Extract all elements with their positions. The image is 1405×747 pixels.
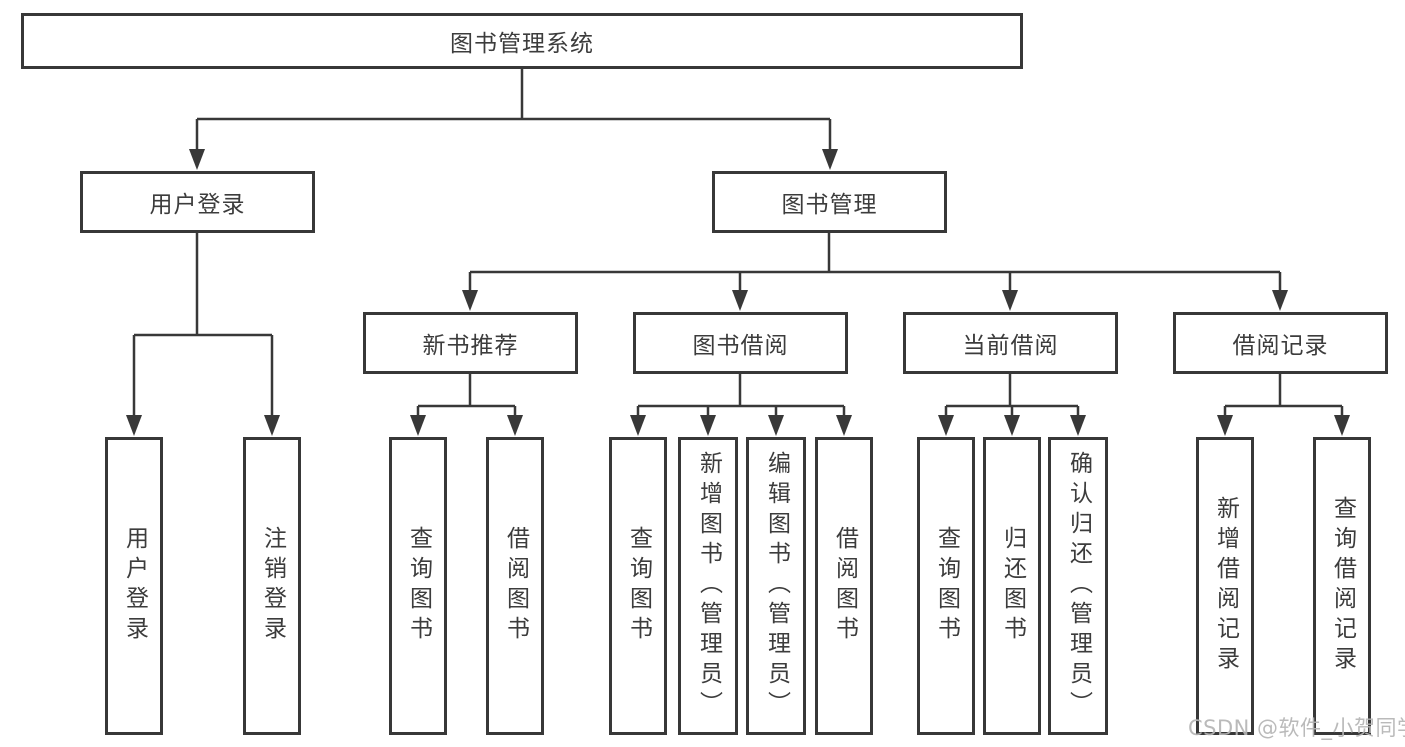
node-current-return-books: 归还图书: [983, 437, 1041, 735]
node-borrowing-edit-books-admin: 编辑图书（管理员）: [746, 437, 806, 735]
node-library-management-system: 图书管理系统: [21, 13, 1023, 69]
node-user-login-branch: 用户登录: [80, 171, 315, 233]
node-current-borrowing: 当前借阅: [903, 312, 1118, 374]
node-logout: 注销登录: [243, 437, 301, 735]
node-new-book-recommendation: 新书推荐: [363, 312, 578, 374]
node-records-query-borrow-record: 查询借阅记录: [1313, 437, 1371, 735]
node-book-borrowing: 图书借阅: [633, 312, 848, 374]
csdn-watermark: CSDN @软件_小贺同学: [1188, 716, 1405, 740]
node-borrowing-records: 借阅记录: [1173, 312, 1388, 374]
node-current-query-books: 查询图书: [917, 437, 975, 735]
node-records-add-borrow-record: 新增借阅记录: [1196, 437, 1254, 735]
node-recommend-borrow-books: 借阅图书: [486, 437, 544, 735]
node-current-confirm-return-admin: 确认归还（管理员）: [1048, 437, 1108, 735]
node-user-login: 用户登录: [105, 437, 163, 735]
node-recommend-query-books: 查询图书: [389, 437, 447, 735]
node-borrowing-query-books: 查询图书: [609, 437, 667, 735]
node-borrowing-add-books-admin: 新增图书（管理员）: [678, 437, 738, 735]
arrowheads: [126, 149, 1350, 436]
node-borrowing-borrow-books: 借阅图书: [815, 437, 873, 735]
node-book-management: 图书管理: [712, 171, 947, 233]
